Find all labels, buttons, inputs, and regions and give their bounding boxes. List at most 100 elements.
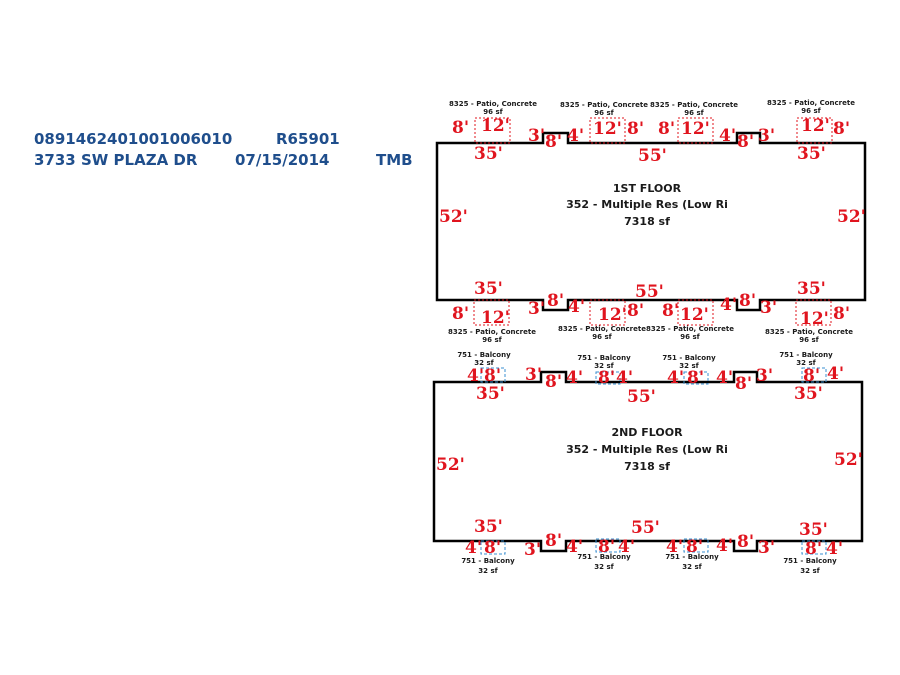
dimension-label: 12' — [800, 309, 829, 329]
dimension-label: 8' — [805, 539, 822, 559]
balcony-label: 751 - Balcony — [662, 354, 716, 362]
balcony-label: 751 - Balcony — [457, 351, 511, 359]
dimension-label: 3' — [528, 126, 545, 146]
patio-box — [677, 117, 714, 144]
dimension-label: 8' — [547, 291, 564, 311]
dimension-label: 8' — [545, 531, 562, 551]
appraiser-initials: TMB — [376, 151, 413, 169]
dimension-label: 4' — [465, 538, 482, 558]
balcony-box — [683, 371, 709, 385]
balcony-label: 751 - Balcony — [779, 351, 833, 359]
dimension-label: 35' — [476, 384, 505, 404]
balcony-box — [683, 538, 709, 553]
dimension-label: 8' — [739, 291, 756, 311]
dimension-label: 55' — [627, 387, 656, 407]
patio-label: 8325 - Patio, Concrete — [558, 325, 646, 333]
dimension-label: 8' — [737, 132, 754, 152]
balcony-box — [480, 367, 506, 383]
dimension-label: 8' — [803, 366, 820, 386]
floor-area: 7318 sf — [624, 215, 670, 228]
dimension-label: 3' — [525, 365, 542, 385]
dimension-label: 8' — [737, 532, 754, 552]
dimension-label: 35' — [794, 384, 823, 404]
patio-box — [795, 299, 832, 326]
dimension-label: 3' — [758, 538, 775, 558]
balcony-box — [801, 367, 827, 383]
dimension-label: 35' — [799, 520, 828, 540]
floor-1-outline — [435, 131, 867, 312]
dimension-label: 52' — [834, 450, 863, 470]
dimension-label: 4' — [827, 364, 844, 384]
dimension-label: 8' — [545, 372, 562, 392]
dimension-label: 8' — [833, 119, 850, 139]
patio-label: 8325 - Patio, Concrete — [449, 100, 537, 108]
dimension-label: 8' — [627, 119, 644, 139]
dimension-label: 8' — [735, 374, 752, 394]
patio-box — [473, 299, 510, 326]
dimension-label: 4' — [716, 536, 733, 556]
dimension-label: 35' — [474, 517, 503, 537]
balcony-label: 751 - Balcony — [783, 557, 837, 565]
balcony-box — [595, 371, 621, 385]
dimension-label: 8' — [662, 301, 679, 321]
property-address: 3733 SW PLAZA DR — [34, 151, 198, 169]
balcony-label: 751 - Balcony — [665, 553, 719, 561]
patio-label: 8325 - Patio, Concrete — [765, 328, 853, 336]
dimension-label: 12' — [598, 305, 627, 325]
dimension-label: 35' — [797, 279, 826, 299]
balcony-label: 751 - Balcony — [577, 354, 631, 362]
balcony-label: 751 - Balcony — [577, 553, 631, 561]
dimension-label: 8' — [598, 537, 615, 557]
dimension-label: 4' — [566, 368, 583, 388]
dimension-label: 8' — [452, 304, 469, 324]
patio-label: 8325 - Patio, Concrete — [560, 101, 648, 109]
patio-box — [677, 299, 714, 326]
account-number: R65901 — [276, 130, 340, 148]
floor-use: 352 - Multiple Res (Low Ri — [566, 198, 728, 211]
balcony-box — [595, 538, 621, 553]
floor-name: 1ST FLOOR — [613, 182, 682, 195]
balcony-area: 32 sf — [594, 563, 614, 571]
dimension-label: 35' — [474, 279, 503, 299]
floor-area: 7318 sf — [624, 460, 670, 473]
patio-label: 8325 - Patio, Concrete — [650, 101, 738, 109]
dimension-label: 8' — [687, 368, 704, 388]
dimension-label: 55' — [635, 282, 664, 302]
dimension-label: 4' — [716, 368, 733, 388]
floor-name: 2ND FLOOR — [611, 426, 683, 439]
floor-2-outline — [432, 370, 864, 553]
dimension-label: 8' — [627, 301, 644, 321]
dimension-label: 12' — [801, 116, 830, 136]
balcony-area: 32 sf — [679, 362, 699, 370]
dimension-label: 55' — [631, 518, 660, 538]
parcel-number: 0891462401001006010 — [34, 130, 233, 148]
patio-area: 96 sf — [801, 107, 821, 115]
dimension-label: 8' — [545, 132, 562, 152]
patio-area: 96 sf — [680, 333, 700, 341]
dimension-label: 8' — [658, 119, 675, 139]
dimension-label: 4' — [616, 368, 633, 388]
dimension-label: 4' — [566, 537, 583, 557]
dimension-label: 35' — [474, 144, 503, 164]
dimension-label: 52' — [436, 455, 465, 475]
dimension-label: 4' — [567, 126, 584, 146]
balcony-area: 32 sf — [478, 567, 498, 575]
balcony-area: 32 sf — [682, 563, 702, 571]
balcony-area: 32 sf — [796, 359, 816, 367]
dimension-label: 8' — [833, 304, 850, 324]
dimension-label: 4' — [568, 297, 585, 317]
dimension-label: 12' — [680, 305, 709, 325]
dimension-label: 4' — [467, 366, 484, 386]
dimension-label: 12' — [593, 119, 622, 139]
floor-2: 751 - Balcony 32 sf 751 - Balcony 32 sf … — [432, 351, 864, 575]
patio-area: 96 sf — [799, 336, 819, 344]
floor-use: 352 - Multiple Res (Low Ri — [566, 443, 728, 456]
dimension-label: 8' — [452, 118, 469, 138]
dimension-label: 52' — [439, 207, 468, 227]
balcony-area: 32 sf — [594, 362, 614, 370]
patio-area: 96 sf — [684, 109, 704, 117]
dimension-label: 4' — [719, 126, 736, 146]
dimension-label: 35' — [797, 144, 826, 164]
sketch-date: 07/15/2014 — [235, 151, 330, 169]
